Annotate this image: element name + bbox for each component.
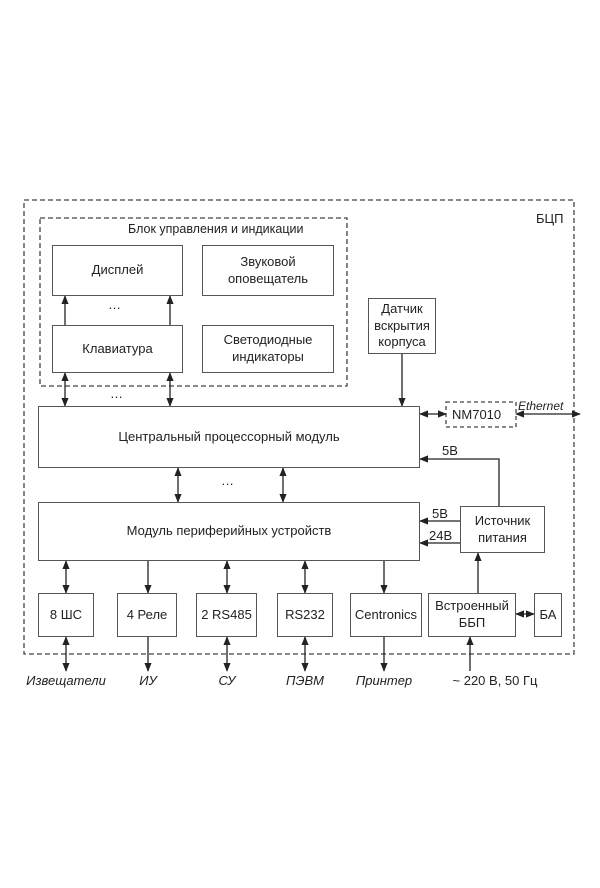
external-iu-label: ИУ xyxy=(139,673,157,688)
peripheral-module-block: Модуль периферийных устройств xyxy=(38,502,420,561)
control-group-border xyxy=(39,217,348,387)
ups-block: Встроенный ББП xyxy=(428,593,516,637)
nm7010-label: NM7010 xyxy=(452,407,502,422)
case-sensor-block: Датчик вскрытия корпуса xyxy=(368,298,436,354)
display-ellipsis: … xyxy=(108,297,122,312)
display-block: Дисплей xyxy=(52,245,183,296)
external-mains-label: ~ 220 В, 50 Гц xyxy=(452,673,538,688)
periph-ellipsis: … xyxy=(221,473,235,488)
voltage-24v-label: 24В xyxy=(429,528,453,543)
led-block: Светодиодные индикаторы xyxy=(202,325,334,373)
block-8shs: 8 ШС xyxy=(38,593,94,637)
power-supply-block: Источник питания xyxy=(460,506,545,553)
ethernet-label: Ethernet xyxy=(518,399,564,413)
control-group-title: Блок управления и индикации xyxy=(128,222,304,236)
keyboard-block: Клавиатура xyxy=(52,325,183,373)
voltage-5v-periph-label: 5В xyxy=(432,506,448,521)
sound-block: Звуковой оповещатель xyxy=(202,245,334,296)
cpu-module-block: Центральный процессорный модуль xyxy=(38,406,420,468)
external-pevm-label: ПЭВМ xyxy=(286,673,324,688)
cpu-ellipsis: … xyxy=(110,386,124,401)
block-relay: 4 Реле xyxy=(117,593,177,637)
external-printer-label: Принтер xyxy=(355,673,413,688)
block-rs232: RS232 xyxy=(277,593,333,637)
outer-frame-border xyxy=(23,199,575,655)
block-centronics: Centronics xyxy=(350,593,422,637)
ba-block: БА xyxy=(534,593,562,637)
block-rs485: 2 RS485 xyxy=(196,593,257,637)
outer-frame-label: БЦП xyxy=(536,211,564,226)
voltage-5v-cpu-label: 5В xyxy=(442,443,458,458)
external-su-label: СУ xyxy=(218,673,236,688)
external-sensors-label: Извещатели xyxy=(26,673,106,688)
